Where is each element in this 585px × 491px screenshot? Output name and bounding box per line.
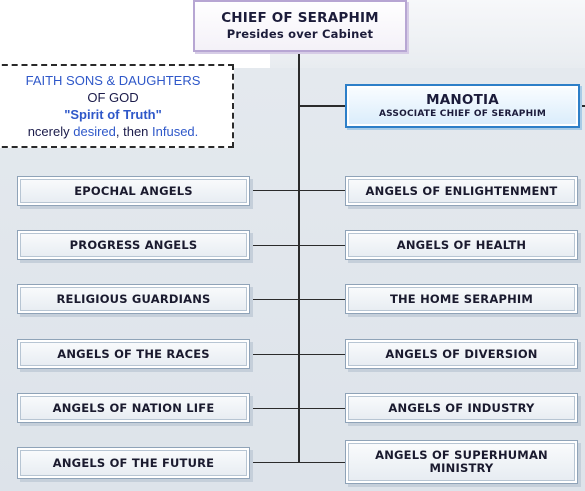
left-box-label: ANGELS OF THE RACES (57, 346, 210, 361)
trunk-line (298, 52, 300, 462)
chief-subtitle: Presides over Cabinet (226, 27, 374, 41)
left-box-label: PROGRESS ANGELS (69, 237, 198, 252)
right-box-label: THE HOME SERAPHIM (389, 291, 534, 306)
left-box-label: RELIGIOUS GUARDIANS (56, 291, 211, 306)
faith-line-4: ncerely desired, then Infused. (28, 123, 199, 140)
right-box-label-line-2: MINISTRY (429, 461, 494, 475)
left-box-angels-of-nation-life: ANGELS OF NATION LIFE (17, 393, 250, 423)
row-connector-1 (250, 190, 345, 191)
faith-line-4-d: Infused. (152, 124, 199, 139)
faith-line-2: OF GOD (87, 90, 139, 105)
faith-sons-daughters-box: FAITH SONS & DAUGHTERS OF GOD "Spirit of… (0, 64, 234, 148)
right-box-angels-of-diversion: ANGELS OF DIVERSION (345, 339, 578, 369)
row-connector-5 (250, 408, 345, 409)
right-box-label: ANGELS OF INDUSTRY (388, 400, 535, 415)
faith-line-3: "Spirit of Truth" (64, 107, 162, 122)
right-box-label: ANGELS OF ENLIGHTENMENT (365, 183, 558, 198)
left-box-label: ANGELS OF NATION LIFE (52, 400, 215, 415)
right-box-the-home-seraphim: THE HOME SERAPHIM (345, 284, 578, 314)
associate-subtitle: ASSOCIATE CHIEF OF SERAPHIM (378, 109, 547, 119)
right-box-label: ANGELS OF HEALTH (396, 237, 527, 252)
chief-title: CHIEF OF SERAPHIM (221, 10, 379, 26)
left-box-religious-guardians: RELIGIOUS GUARDIANS (17, 284, 250, 314)
left-box-angels-of-the-races: ANGELS OF THE RACES (17, 339, 250, 369)
row-connector-2 (250, 245, 345, 246)
manotia-box: MANOTIA ASSOCIATE CHIEF OF SERAPHIM (345, 84, 580, 128)
left-box-label: ANGELS OF THE FUTURE (52, 455, 215, 470)
associate-right-stub (580, 105, 585, 107)
right-box-angels-of-health: ANGELS OF HEALTH (345, 230, 578, 260)
right-box-label: ANGELS OF DIVERSION (385, 346, 538, 361)
left-box-epochal-angels: EPOCHAL ANGELS (17, 176, 250, 206)
right-box-angels-of-enlightenment: ANGELS OF ENLIGHTENMENT (345, 176, 578, 206)
chief-of-seraphim-box: CHIEF OF SERAPHIM Presides over Cabinet (193, 0, 407, 52)
faith-line-1: FAITH SONS & DAUGHTERS (25, 73, 201, 88)
left-box-progress-angels: PROGRESS ANGELS (17, 230, 250, 260)
associate-title: MANOTIA (426, 92, 499, 108)
left-box-angels-of-the-future: ANGELS OF THE FUTURE (17, 447, 250, 479)
associate-connector (298, 105, 345, 107)
row-connector-4 (250, 354, 345, 355)
row-connector-3 (250, 299, 345, 300)
faith-line-4-b: desired (73, 124, 116, 139)
right-box-label-line-1: ANGELS OF SUPERHUMAN (375, 448, 548, 462)
faith-line-4-a: ncerely (27, 124, 74, 139)
right-box-angels-of-industry: ANGELS OF INDUSTRY (345, 393, 578, 423)
faith-line-4-c: , then (115, 124, 153, 139)
left-box-label: EPOCHAL ANGELS (74, 183, 193, 198)
row-connector-6 (250, 462, 345, 463)
right-box-angels-of-superhuman-ministry: ANGELS OF SUPERHUMAN MINISTRY (345, 440, 578, 484)
